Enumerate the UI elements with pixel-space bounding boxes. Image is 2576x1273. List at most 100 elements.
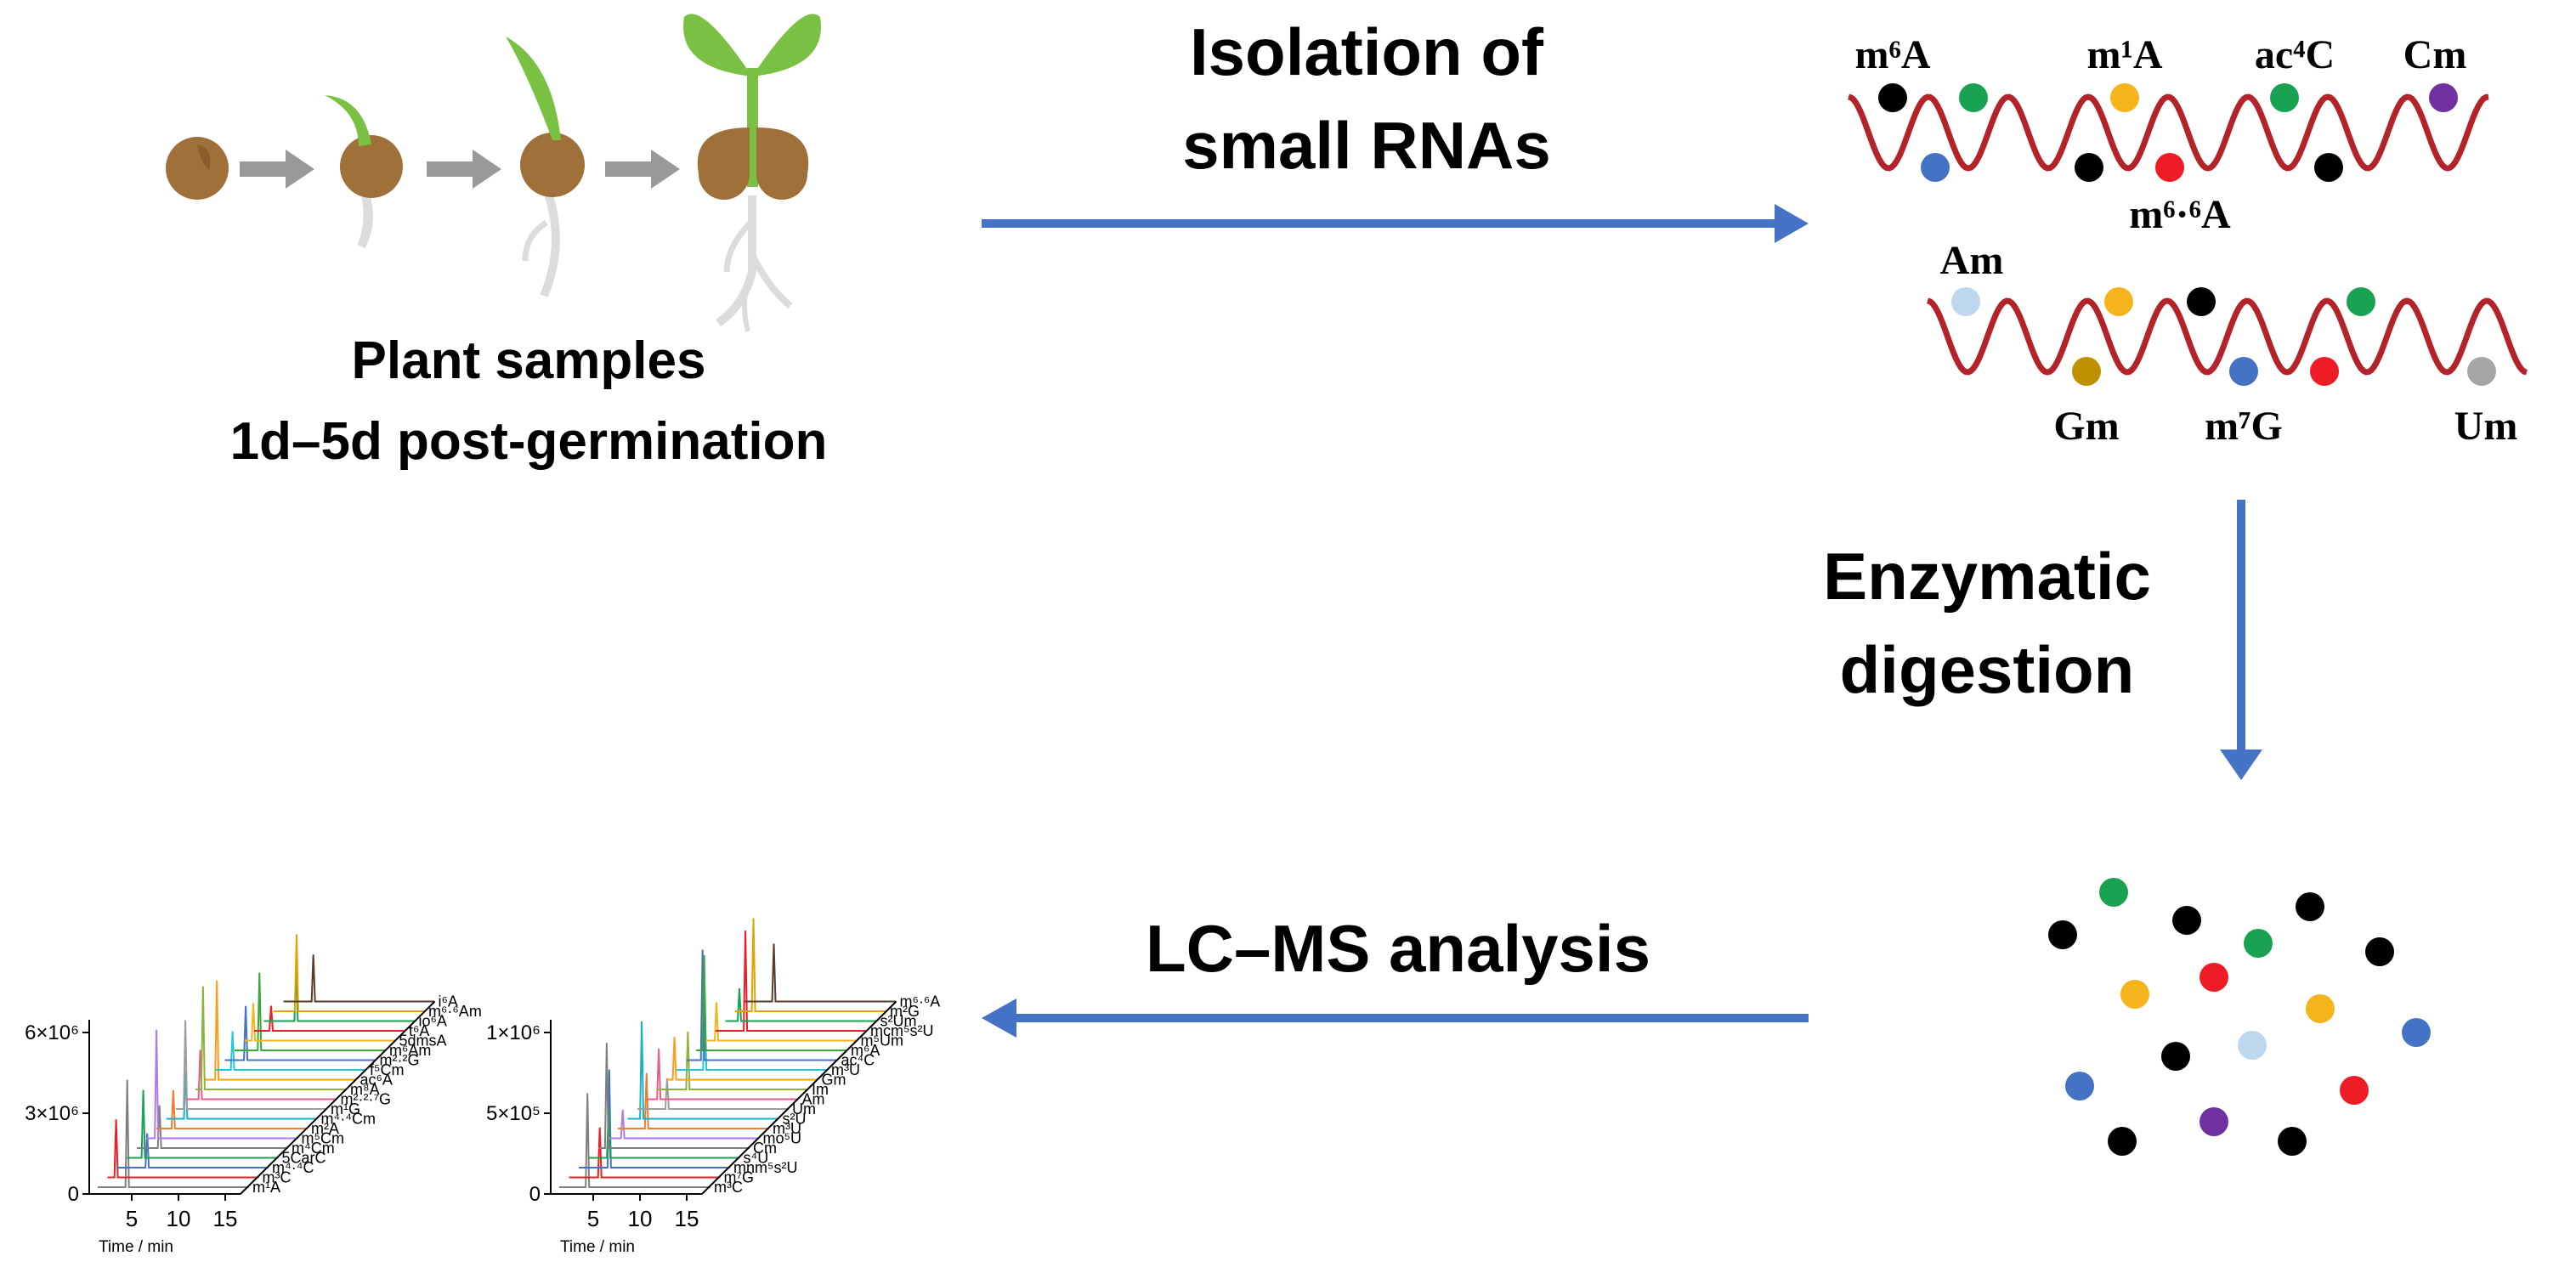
chromatogram-trace: [657, 1032, 808, 1090]
chromatogram-trace: [254, 1005, 405, 1032]
free-nucleosides: [2048, 878, 2431, 1156]
chromatogram-trace: [696, 954, 847, 1051]
chromatogram-trace: [618, 1072, 769, 1129]
green-dot: [1959, 83, 1988, 112]
trace-label: m⁸A: [350, 1081, 380, 1098]
trace-label: m²G: [890, 1003, 920, 1020]
trace-label: m¹G: [331, 1100, 360, 1117]
y-tick-label: 1×10⁶: [486, 1021, 541, 1044]
trace-label: ac⁴C: [841, 1052, 875, 1069]
plant-samples-label: Plant samples: [352, 331, 706, 390]
chromatogram-trace: [627, 1021, 779, 1120]
depth-axis: [240, 1000, 436, 1195]
chromatogram-trace: [686, 949, 838, 1061]
trace-label: m⁶A: [851, 1042, 880, 1059]
trace-label: m⁴·⁴Cm: [321, 1111, 376, 1128]
chromatogram-trace: [107, 1119, 259, 1179]
trace-label: Am: [802, 1091, 825, 1108]
Gm-label: Gm: [2053, 404, 2119, 449]
chromatogram-trace: [579, 1069, 730, 1168]
depth-axis: [701, 1000, 897, 1195]
rna-strand-2: [1927, 297, 2528, 376]
black-dot-3: [2187, 287, 2216, 316]
digestion-arrow: [2220, 500, 2262, 780]
chromatogram-trace: [569, 1127, 721, 1179]
chromatogram-trace: [185, 1050, 337, 1100]
Cm-label: Cm: [2403, 32, 2467, 77]
trace-label: s⁴U: [744, 1150, 769, 1167]
black-dot: [2075, 153, 2103, 182]
y-tick-label: 3×10⁶: [25, 1102, 79, 1125]
m6A-dot: [1878, 83, 1907, 112]
chromatogram-trace: [127, 1089, 279, 1159]
trace-label: m⁴·⁴C: [272, 1159, 314, 1176]
x-tick-label: 10: [628, 1206, 653, 1231]
step-arrow-3: [605, 150, 680, 189]
trace-label: m²·²G: [380, 1052, 420, 1069]
chromatogram-trace: [166, 1071, 318, 1120]
trace-label: m²A: [311, 1120, 339, 1137]
seedling-stage-4: [683, 14, 821, 332]
chromatogram-trace: [274, 934, 425, 1012]
trace-label: m⁶·⁶A: [900, 993, 941, 1010]
trace-label: m³C: [263, 1169, 292, 1186]
chromatogram-trace: [195, 986, 347, 1090]
trace-label: mcm⁵s²U: [870, 1022, 933, 1039]
m1A-label: m¹A: [2086, 32, 2162, 77]
trace-label: 5dmsA: [399, 1033, 447, 1050]
chromatogram-trace: [559, 1093, 711, 1188]
trace-label: ac⁶A: [360, 1072, 393, 1089]
trace-label: Gm: [822, 1072, 846, 1089]
x-tick-label: 5: [126, 1206, 138, 1231]
m66A-label: m⁶·⁶A: [2129, 192, 2231, 237]
trace-label: m⁴Cm: [292, 1140, 335, 1157]
ac4C-label: ac⁴C: [2255, 32, 2335, 77]
step-arrow-2: [427, 150, 501, 189]
trace-label: s²Um: [880, 1013, 917, 1030]
chromatogram-trace: [263, 965, 416, 1022]
Um-dot: [2467, 357, 2496, 386]
Gm-dot: [2072, 357, 2101, 386]
trace-label: m³U: [773, 1120, 801, 1137]
x-axis-title: Time / min: [99, 1238, 173, 1256]
seed-stage-3: [506, 37, 585, 297]
m7G-dot: [2229, 357, 2258, 386]
chromatogram-trace: [735, 918, 886, 1012]
chromatogram-trace: [224, 1005, 376, 1061]
chromatogram-trace: [137, 1105, 288, 1149]
yellow-dot: [2104, 287, 2133, 316]
trace-label: Im: [812, 1081, 829, 1098]
chromatogram-trace: [744, 943, 897, 1003]
trace-label: mo⁵U: [763, 1130, 801, 1147]
x-tick-label: 15: [675, 1206, 699, 1231]
m66A-dot: [2155, 153, 2184, 182]
trace-label: m⁵Um: [861, 1033, 903, 1050]
chromatogram-trace: [176, 1020, 327, 1110]
trace-label: t⁶A: [409, 1022, 429, 1039]
chromatogram-trace: [235, 972, 386, 1051]
m1A-dot: [2110, 83, 2139, 112]
x-axis-title: Time / min: [560, 1238, 635, 1256]
trace-label: m⁶Am: [389, 1042, 431, 1059]
chromatogram-trace: [156, 1089, 308, 1129]
plant-growth-illustration: [166, 14, 821, 332]
trace-label: Um: [792, 1100, 816, 1117]
strand1-dots: [1878, 83, 2458, 182]
chromatogram-trace: [98, 1079, 249, 1188]
trace-label: io⁶A: [419, 1013, 447, 1030]
trace-label: m⁷G: [724, 1169, 755, 1186]
chromatogram-trace: [647, 1048, 799, 1100]
x-tick-label: 15: [213, 1206, 238, 1231]
m6A-label: m⁶A: [1854, 32, 1930, 77]
chromatogram-trace: [725, 988, 877, 1022]
lcms-arrow: [982, 999, 1809, 1038]
trace-label: m⁶·⁶Am: [428, 1003, 482, 1020]
seed-stage-2: [325, 95, 403, 249]
post-germination-label: 1d–5d post-germination: [230, 412, 828, 471]
chromatogram-trace: [205, 980, 357, 1081]
isolation-label-line1: Isolation of: [1190, 14, 1544, 89]
trace-label: m³C: [714, 1179, 743, 1196]
